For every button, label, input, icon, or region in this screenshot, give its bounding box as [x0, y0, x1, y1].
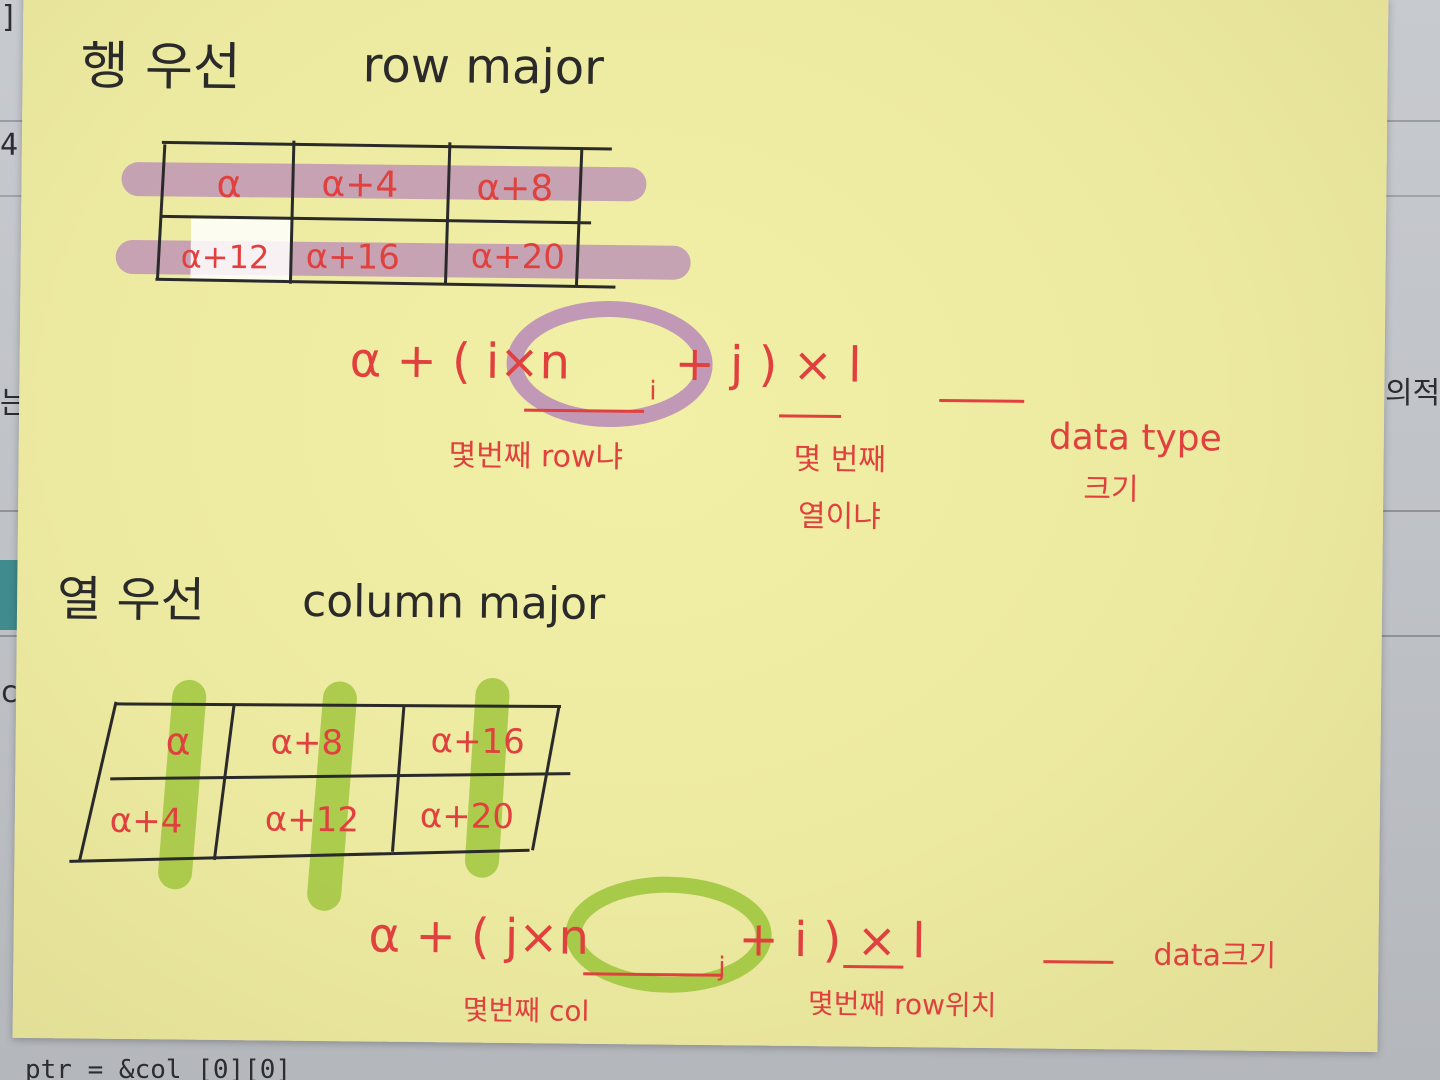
column-label-j: 몇번째 col	[463, 994, 590, 1028]
row-label-j-line1: 몇 번째	[793, 442, 886, 478]
column-major-heading-ko: 열 우선	[57, 571, 205, 629]
column-highlight-2	[307, 681, 357, 911]
row-cell-5: α+16	[305, 237, 400, 278]
row-cell-1: α	[216, 162, 242, 206]
column-cell-1: α	[165, 719, 191, 763]
row-label-l-line2: 크기	[1083, 472, 1139, 508]
column-major-table-grid	[69, 701, 571, 863]
row-cell-highlight-white	[190, 218, 292, 280]
row-formula-underlines	[524, 398, 1025, 418]
row-highlight-1	[121, 162, 647, 202]
row-label-j-line2: 열이냐	[798, 499, 881, 535]
column-formula-underlines	[583, 960, 1114, 977]
column-major-heading-en: column major	[302, 576, 606, 630]
background-right-word: 의적	[1385, 376, 1440, 411]
row-formula-circle	[506, 301, 713, 428]
row-major-heading-en: row major	[362, 37, 604, 96]
row-formula-subscript: i	[649, 376, 657, 406]
column-cell-4: α+4	[110, 801, 183, 842]
column-cell-2: α+8	[270, 723, 343, 764]
row-label-l-line1: data type	[1049, 417, 1222, 460]
column-formula-main: α + ( j×n	[368, 908, 589, 966]
column-label-i: 몇번째 row위치	[808, 987, 997, 1022]
column-highlight-1	[158, 679, 207, 890]
background-text-c: c	[0, 675, 19, 710]
row-label-i: 몇번째 row냐	[448, 438, 623, 475]
note-drawing: 행 우선 row major α α+4 α+8 α+12 α+16 α	[57, 36, 1277, 1028]
column-formula-subscript: j	[717, 952, 726, 982]
column-highlight-3	[465, 677, 510, 878]
column-cell-3: α+16	[430, 721, 525, 762]
background-code-bottom: ptr = &col [0][0]	[25, 1055, 292, 1080]
column-label-l: data크기	[1153, 938, 1276, 974]
column-formula-circle	[565, 876, 772, 993]
row-cell-2: α+4	[321, 164, 398, 206]
row-cell-4: α+12	[181, 238, 270, 277]
column-cell-5: α+12	[265, 799, 360, 840]
column-formula-tail: + i ) × l	[738, 911, 925, 969]
row-cell-3: α+8	[476, 168, 553, 210]
row-formula-main: α + ( i×n	[349, 332, 570, 390]
row-major-table-grid	[155, 140, 616, 289]
row-major-heading-ko: 행 우선	[80, 36, 241, 98]
row-cell-6: α+20	[471, 237, 566, 278]
row-formula-tail: + j ) × l	[674, 336, 861, 394]
sticky-note: 행 우선 row major α α+4 α+8 α+12 α+16 α	[12, 0, 1389, 1053]
column-cell-6: α+20	[420, 796, 515, 837]
